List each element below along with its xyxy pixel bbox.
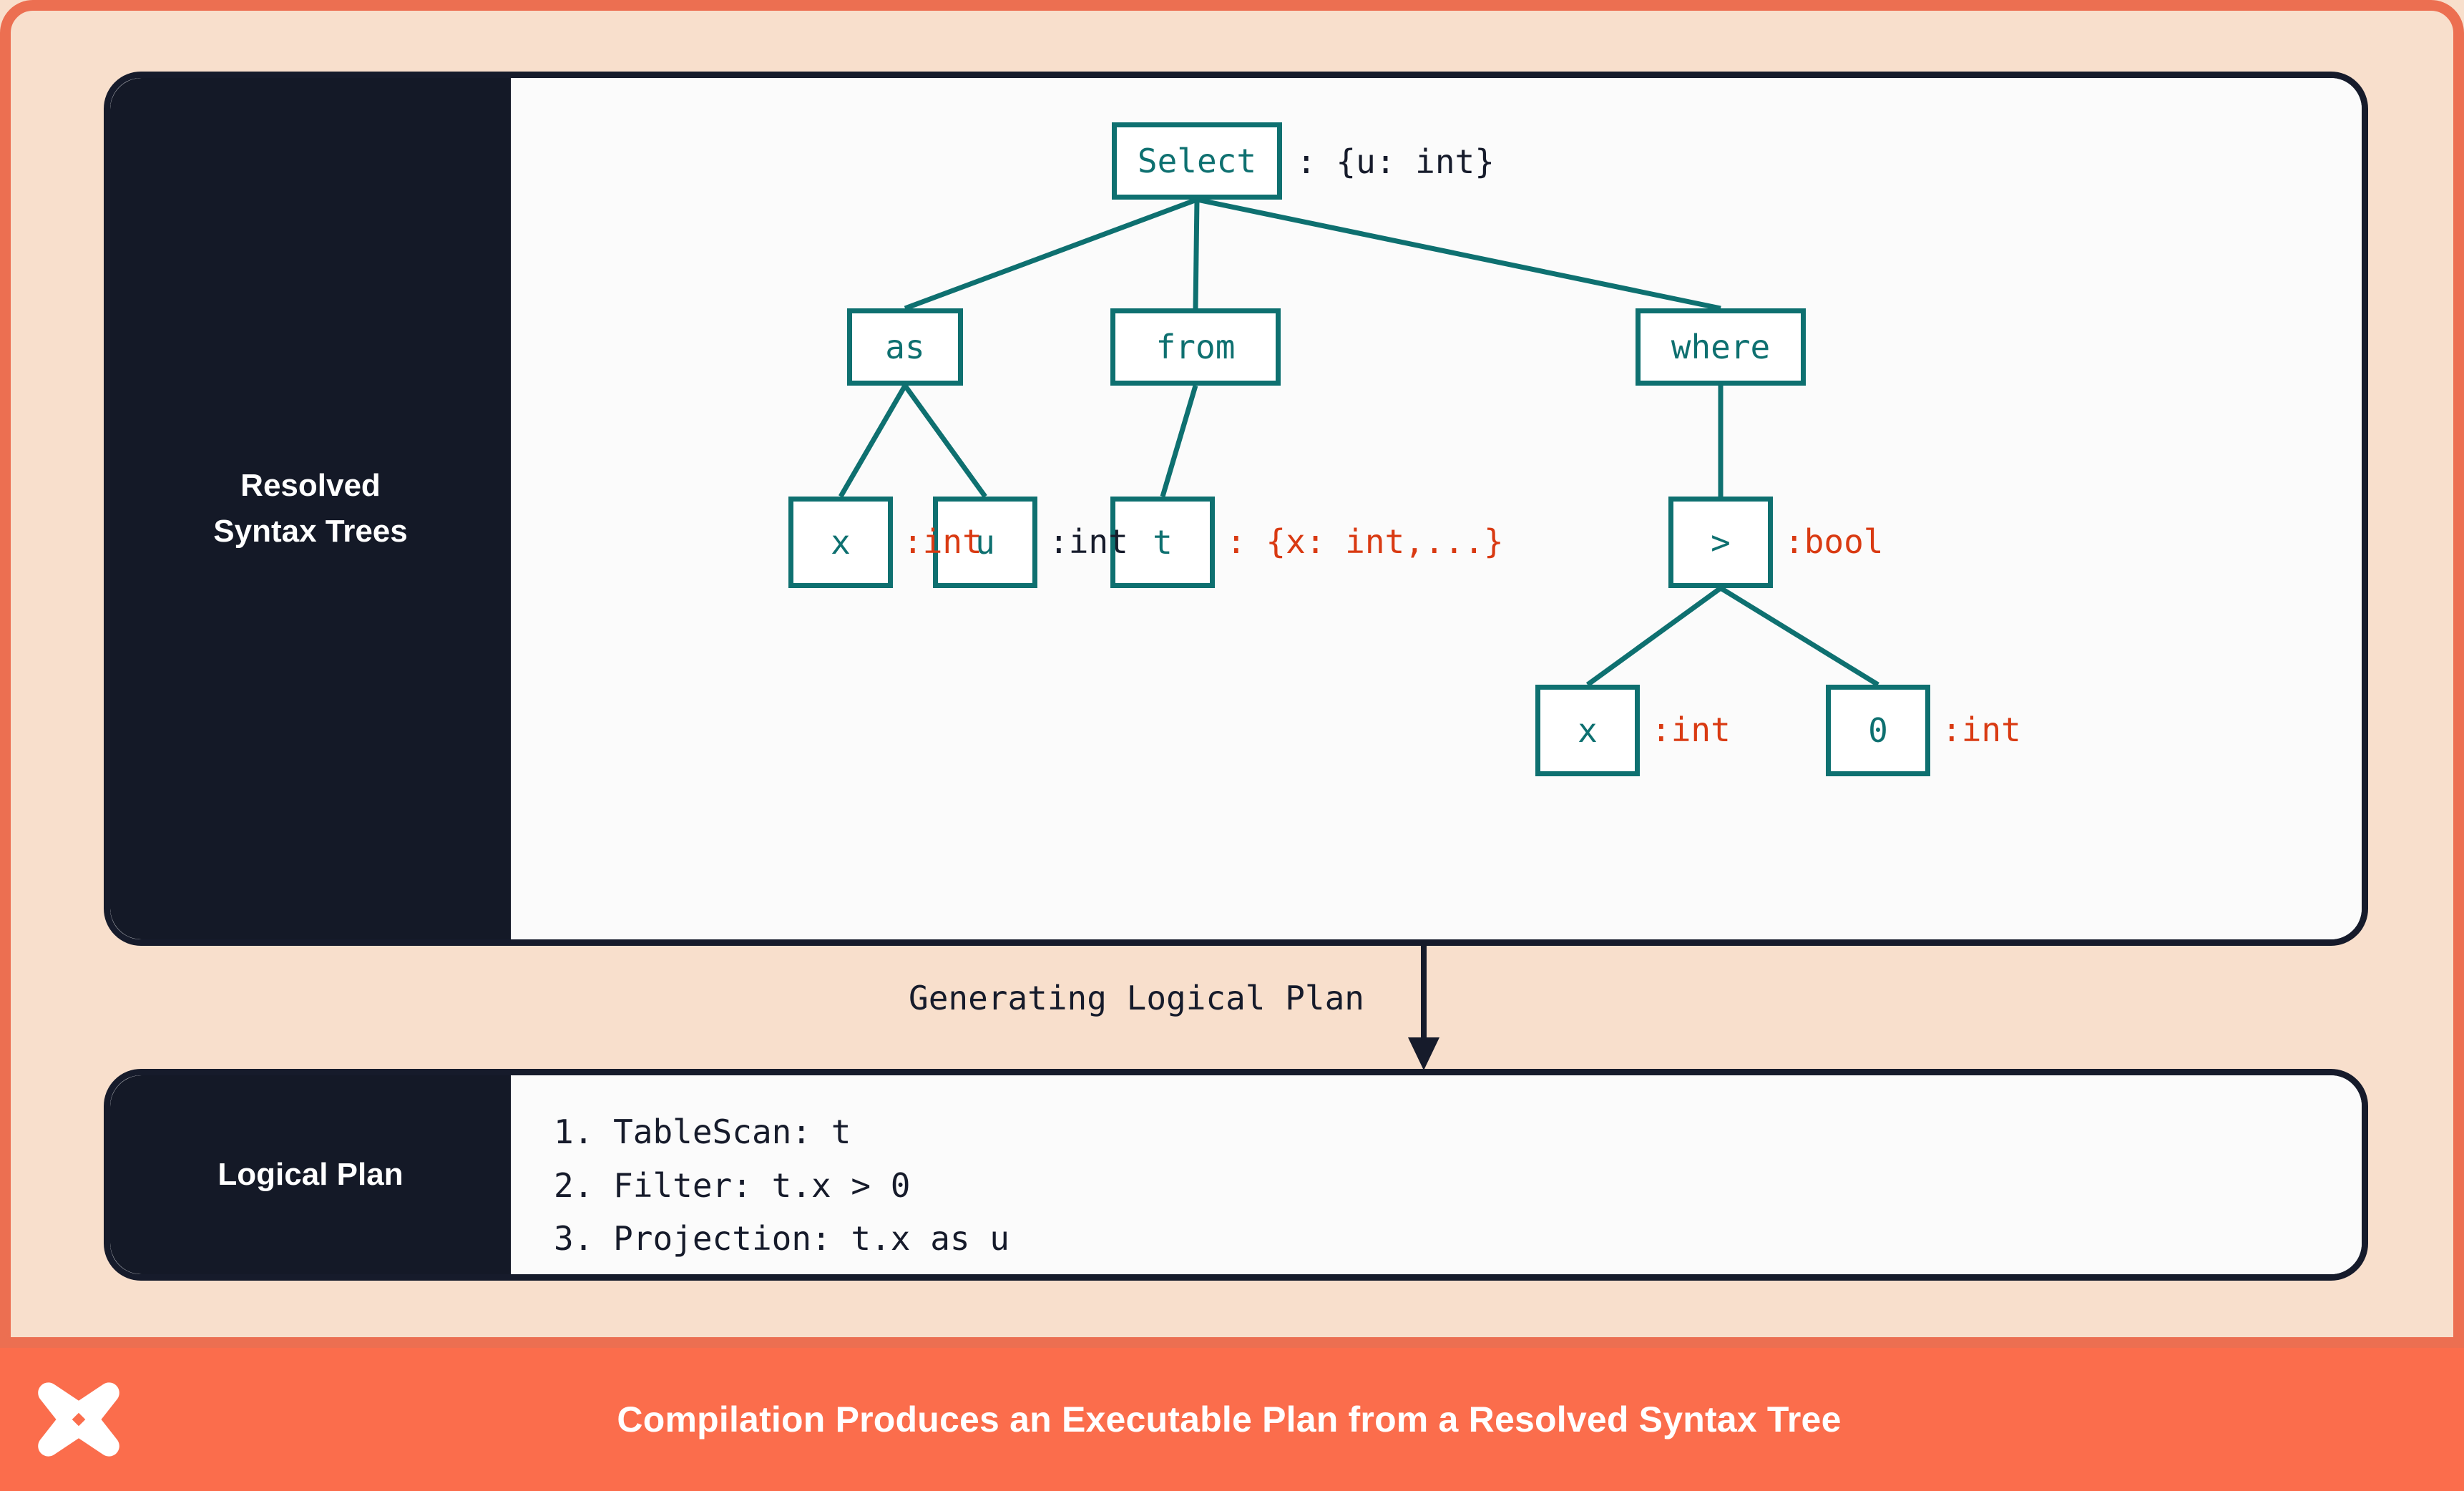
x-star-logo-icon [38,1382,119,1457]
tree-edges [838,197,1879,687]
logical-plan-step: 2. Filter: t.x > 0 [554,1165,911,1205]
footer-title: Compilation Produces an Executable Plan … [617,1399,1842,1439]
tree-node-u: u [933,497,1037,588]
type-annotation-u-type: :int [1049,522,1128,561]
type-annotation-gt-type: :bool [1784,522,1884,561]
tree-node-from: from [1110,308,1281,386]
tree-node-zero: 0 [1826,685,1930,776]
logical-plan-step: 3. Projection: t.x as u [554,1219,1009,1258]
tree-edge-select-where [1196,197,1721,311]
tree-node-x2: x [1535,685,1640,776]
tree-node-t: t [1110,497,1215,588]
type-annotation-zero-type: :int [1942,710,2021,749]
tree-node-select: Select [1112,122,1282,200]
type-annotation-select-type: : {u: int} [1296,142,1495,181]
type-annotation-t-type: : {x: int,...} [1226,522,1504,561]
tree-edge-as-x1 [838,384,908,498]
transition-arrow [1402,946,1445,1072]
logical-plan-step: 1. TableScan: t [554,1113,851,1151]
logical-plan-label: Logical Plan [110,1075,511,1274]
tree-edge-select-as [904,197,1198,311]
tree-node-where: where [1636,308,1806,386]
logical-plan-steps: 1. TableScan: t 2. Filter: t.x > 0 3. Proj… [554,1105,1009,1266]
transition-label: Generating Logical Plan [909,979,1364,1017]
sidebar-label: Logical Plan [217,1157,404,1193]
type-annotation-x1-type: :int [903,522,982,561]
tree-node-as: as [847,308,963,386]
tree-edge-select-from [1193,199,1200,309]
logical-plan-panel: Logical Plan 1. TableScan: t 2. Filter: t… [104,1069,2368,1281]
sidebar-label-line2: Syntax Trees [213,514,408,549]
tree-edge-from-t [1160,385,1198,497]
footer-banner: Compilation Produces an Executable Plan … [0,1348,2464,1491]
arrow-head-icon [1408,1037,1439,1070]
tree-node-x1: x [788,497,893,588]
arrow-shaft [1421,946,1427,1046]
tree-edge-as-u [903,383,987,499]
type-annotation-x2-type: :int [1651,710,1731,749]
resolved-syntax-trees-label: Resolved Syntax Trees [110,78,511,939]
tree-node-gt: > [1668,497,1773,588]
logical-plan-canvas: 1. TableScan: t 2. Filter: t.x > 0 3. Proj… [511,1075,2362,1274]
sidebar-label-line1: Resolved [240,468,381,504]
tree-edge-gt-x2 [1585,586,1723,687]
resolved-syntax-trees-panel: Resolved Syntax Trees Select as from where x… [104,72,2368,946]
tree-edge-gt-zero [1719,586,1879,687]
